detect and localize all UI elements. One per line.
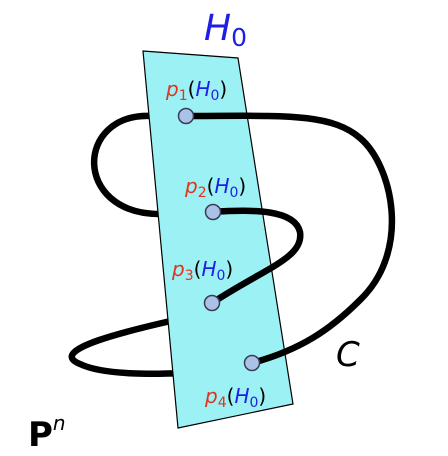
curve-left-arcs: [68, 112, 190, 378]
label-p1-arg-sub: 0: [210, 88, 219, 104]
point-p3: [203, 294, 221, 312]
label-p2-arg: H: [214, 174, 229, 198]
label-p4-name: p: [204, 384, 218, 408]
label-p4-arg: H: [234, 384, 249, 408]
space-label-sup: n: [53, 411, 66, 435]
point-p4: [243, 354, 261, 372]
label-p2-arg-sub: 0: [229, 185, 238, 201]
hyperplane-label: H0: [204, 8, 247, 52]
space-label: Pn: [28, 411, 66, 455]
label-p1-sub: 1: [179, 88, 188, 104]
label-p2: p2(H0): [184, 174, 246, 201]
hyperplane-h0: [142, 50, 294, 429]
label-p3-name: p: [171, 257, 185, 281]
label-p3: p3(H0): [171, 257, 233, 284]
point-p2: [204, 203, 222, 221]
intersection-points: [177, 107, 261, 372]
hyperplane-label-sub: 0: [231, 23, 247, 52]
left-arc-lower: [68, 314, 190, 378]
right-arc-middle: [208, 207, 304, 307]
label-p4: p4(H0): [204, 384, 266, 411]
curve-front-arcs: [182, 112, 396, 367]
curve-label: C: [336, 335, 360, 375]
right-arc-top: [182, 112, 396, 367]
curve-label-text: C: [336, 335, 360, 375]
space-label-main: P: [28, 415, 53, 455]
label-p2-sub: 2: [198, 185, 207, 201]
label-p2-name: p: [184, 174, 198, 198]
label-p1: p1(H0): [165, 77, 227, 104]
label-p1-arg: H: [195, 77, 210, 101]
label-p3-arg-sub: 0: [216, 268, 225, 284]
left-arc-upper: [90, 112, 164, 218]
label-p4-sub: 4: [218, 395, 227, 411]
label-p3-arg: H: [201, 257, 216, 281]
point-p1: [177, 107, 195, 125]
label-p3-sub: 3: [185, 268, 194, 284]
label-p4-arg-sub: 0: [249, 395, 258, 411]
label-p1-name: p: [165, 77, 179, 101]
hyperplane-label-main: H: [204, 8, 231, 49]
